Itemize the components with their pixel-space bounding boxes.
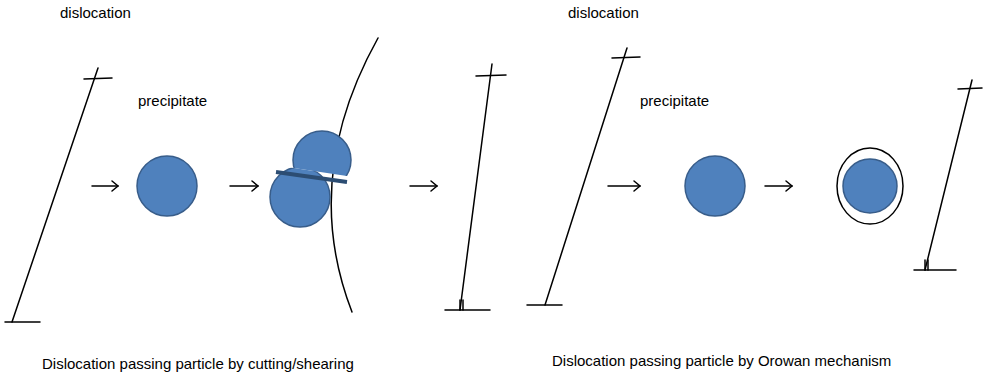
step-arrow [92, 181, 118, 191]
panel-caption: Dislocation passing particle by cutting/… [42, 355, 354, 373]
part-label: precipitate [640, 92, 709, 110]
orowan-loop [837, 148, 903, 224]
part-label: precipitate [138, 92, 207, 110]
dislocation-line [445, 64, 506, 310]
dislocation-line [914, 80, 982, 270]
bowed-dislocation [331, 38, 378, 312]
precipitate-particle [843, 159, 897, 213]
step-arrow [410, 181, 437, 191]
step-arrow [230, 181, 258, 191]
precipitate-particle [685, 156, 745, 216]
part-label: dislocation [568, 4, 639, 22]
step-arrow [608, 181, 640, 191]
precipitate-particle [137, 156, 197, 216]
part-label: dislocation [60, 4, 131, 22]
dislocation-line [527, 48, 640, 305]
panel-caption: Dislocation passing particle by Orowan m… [552, 352, 891, 370]
sheared-particle [270, 131, 351, 227]
dislocation-line [5, 68, 112, 322]
step-arrow [765, 181, 792, 191]
